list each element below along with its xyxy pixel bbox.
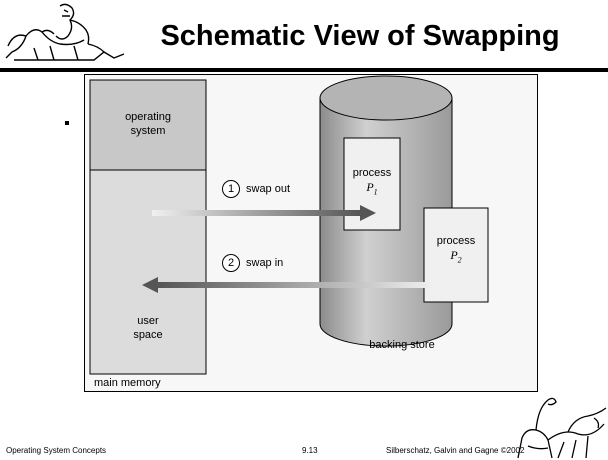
bullet-mark <box>65 121 69 125</box>
swap-out-shaft <box>152 210 360 216</box>
process-p1-name: P1 <box>366 180 378 197</box>
os-region <box>89 79 207 171</box>
footer-book-title: Operating System Concepts <box>6 446 107 455</box>
process-p1-word: process <box>352 167 392 179</box>
backing-store-top <box>319 75 453 121</box>
step-2-circle: 2 <box>222 254 240 272</box>
user-space-label: user space <box>90 314 206 342</box>
process-p2-box <box>423 207 489 303</box>
footer-authors: Silberschatz, Galvin and Gagne ©2002 <box>386 446 525 455</box>
dinosaur-logo-top-left <box>5 3 125 61</box>
swap-in-label: 2 swap in <box>222 254 283 272</box>
os-label-line1: operating <box>125 111 171 123</box>
dinosaur-logo-bottom-right <box>517 397 607 459</box>
os-label-line2: system <box>130 125 166 137</box>
swap-in-head <box>142 277 158 293</box>
user-space-region <box>89 169 207 375</box>
swap-in-text: swap in <box>246 257 284 269</box>
main-memory-caption: main memory <box>94 377 161 389</box>
process-p2-word: process <box>436 235 476 247</box>
os-label: operating system <box>90 110 206 138</box>
swap-out-text: swap out <box>246 183 291 195</box>
process-p2-label: process P2 <box>424 234 488 267</box>
user-label-line2: space <box>133 329 163 341</box>
backing-store-caption: backing store <box>369 339 435 351</box>
swap-out-label: 1 swap out <box>222 180 290 198</box>
title-divider <box>0 68 608 72</box>
slide-title: Schematic View of Swapping <box>160 20 560 52</box>
process-p2-name: P2 <box>450 248 462 265</box>
step-1-circle: 1 <box>222 180 240 198</box>
swap-out-head <box>360 205 376 221</box>
swapping-diagram: operating system user space main memory … <box>84 74 538 392</box>
footer-page-number: 9.13 <box>302 446 318 455</box>
user-label-line1: user <box>137 315 159 327</box>
diagram-graphics <box>84 74 538 392</box>
swap-in-shaft <box>158 282 434 288</box>
process-p1-label: process P1 <box>344 166 400 199</box>
